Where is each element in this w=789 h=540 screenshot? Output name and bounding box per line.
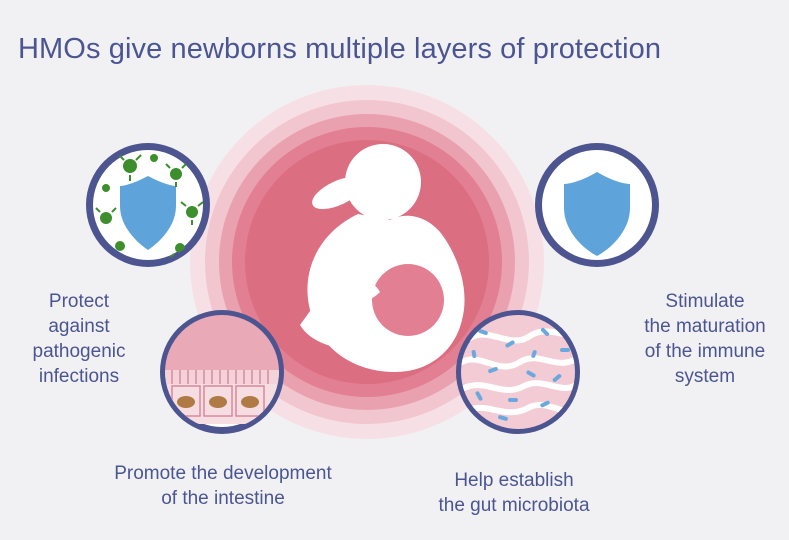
label-protect-pathogenic-infections: Protect against pathogenic infections — [32, 291, 126, 387]
label-establish-gut-microbiota: Help establish the gut microbiota — [438, 470, 590, 516]
immune-shield-icon — [535, 143, 659, 267]
intestine-villi-icon — [160, 310, 284, 434]
page-title: HMOs give newborns multiple layers of pr… — [18, 33, 662, 65]
label-stimulate-immune-maturation: Stimulate the maturation of the immune s… — [644, 291, 766, 387]
gut-microbiota-icon — [456, 310, 580, 434]
shield-germs-icon — [86, 143, 210, 267]
label-promote-intestine-development: Promote the development of the intestine — [114, 463, 332, 509]
baby-head — [340, 256, 449, 344]
